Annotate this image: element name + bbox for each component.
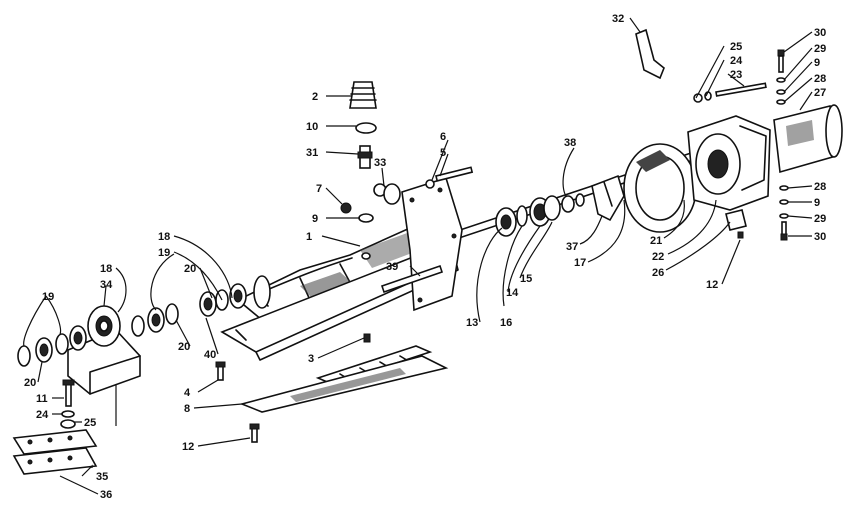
callout-39: 39	[386, 261, 398, 273]
mounting-strip	[380, 264, 444, 294]
callout-38: 38	[564, 137, 576, 149]
callout-9a: 9	[312, 213, 318, 225]
callout-labels: 1 2 10 31 33 7 9 6 5 3 4 8 12 39 18 19 2…	[24, 13, 826, 501]
elbow-fitting	[635, 28, 665, 80]
callout-2: 2	[312, 91, 318, 103]
callout-9b: 9	[814, 57, 820, 69]
callout-13: 13	[466, 317, 478, 329]
callout-24b: 24	[730, 55, 743, 67]
callout-26: 26	[652, 267, 664, 279]
callout-8: 8	[184, 403, 190, 415]
callout-33: 33	[374, 157, 386, 169]
callout-leaders	[23, 17, 813, 495]
callout-21: 21	[650, 235, 662, 247]
callout-12b: 12	[706, 279, 718, 291]
wear-ring	[623, 143, 697, 233]
bolt-23	[693, 82, 767, 103]
callout-19a: 19	[158, 247, 170, 259]
transom-plate	[401, 176, 463, 312]
callout-28a: 28	[814, 73, 826, 85]
callout-18a: 18	[158, 231, 170, 243]
callout-12a: 12	[182, 441, 194, 453]
nozzle	[773, 104, 843, 174]
callout-25b: 25	[730, 41, 742, 53]
callout-30b: 30	[814, 231, 826, 243]
callout-30a: 30	[814, 27, 826, 39]
callout-20a: 20	[184, 263, 196, 275]
callout-37: 37	[566, 241, 578, 253]
callout-40: 40	[204, 349, 216, 361]
callout-19b: 19	[42, 291, 54, 303]
callout-34: 34	[100, 279, 113, 291]
callout-29b: 29	[814, 213, 826, 225]
callout-6: 6	[440, 131, 446, 143]
impeller-stack	[495, 174, 625, 237]
callout-36: 36	[100, 489, 112, 501]
top-bolt-stack	[776, 49, 786, 105]
bolt-5-6	[425, 166, 474, 189]
callout-27: 27	[814, 87, 826, 99]
bottom-bolt-stack	[779, 185, 789, 241]
callout-20c: 20	[24, 377, 36, 389]
callout-5: 5	[440, 147, 446, 159]
callout-25a: 25	[84, 417, 96, 429]
callout-22: 22	[652, 251, 664, 263]
callout-23: 23	[730, 69, 742, 81]
callout-20b: 20	[178, 341, 190, 353]
callout-15: 15	[520, 273, 532, 285]
bolt-4	[215, 361, 226, 381]
shim-plates	[12, 429, 98, 475]
stator-housing	[687, 115, 771, 211]
vertical-fitting-stack	[340, 81, 401, 260]
callout-29a: 29	[814, 43, 826, 55]
callout-7: 7	[316, 183, 322, 195]
bolt-3	[363, 333, 371, 343]
callout-9c: 9	[814, 197, 820, 209]
lower-plate	[239, 355, 449, 413]
callout-3: 3	[308, 353, 314, 365]
middle-seal-stack	[131, 283, 247, 337]
callout-11: 11	[36, 393, 48, 405]
bearing-housing	[67, 305, 141, 395]
callout-16: 16	[500, 317, 512, 329]
callout-24a: 24	[36, 409, 49, 421]
callout-1: 1	[306, 231, 312, 243]
callout-31: 31	[306, 147, 318, 159]
callout-10: 10	[306, 121, 318, 133]
callout-32: 32	[612, 13, 624, 25]
bolt-11	[60, 379, 76, 429]
bolt-12-left	[249, 423, 260, 443]
callout-28b: 28	[814, 181, 826, 193]
callout-14: 14	[506, 287, 519, 299]
left-seal-stack	[17, 325, 87, 367]
callout-4: 4	[184, 387, 191, 399]
callout-35: 35	[96, 471, 108, 483]
callout-18b: 18	[100, 263, 112, 275]
callout-17: 17	[574, 257, 586, 269]
